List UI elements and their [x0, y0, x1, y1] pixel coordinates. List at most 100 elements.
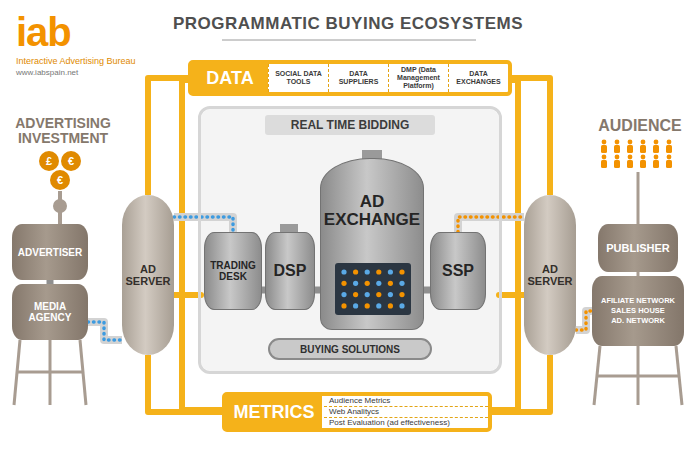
pipe-connector: [576, 311, 592, 330]
node-text: AD EXCHANGE: [323, 193, 421, 229]
exchange-grid: [335, 263, 411, 315]
exchange-grid: [353, 281, 358, 286]
trading-desk-tank: TRADING DESK: [204, 232, 262, 310]
coins: [50, 170, 70, 190]
audience-icons: [602, 140, 607, 145]
tower-legs: [17, 371, 83, 374]
buying-belt: BUYING SOLUTIONS: [268, 338, 432, 360]
audience-icons: [627, 145, 633, 153]
exchange-grid: [399, 303, 404, 308]
audience-icons: [653, 145, 659, 153]
node-text: AD SERVER: [526, 263, 574, 287]
network-tank: AFILIATE NETWORKSALES HOUSEAD. NETWORK: [592, 276, 684, 346]
exchange-grid: [376, 303, 381, 308]
ad-server: AD SERVER: [524, 195, 576, 355]
exchange-grid: [341, 281, 346, 286]
exchange-grid: [341, 303, 346, 308]
pipe-connector: [148, 355, 222, 412]
tower-legs: [637, 172, 640, 224]
coins: [39, 151, 59, 171]
pipe-connector: [148, 355, 222, 412]
audience-icons: [641, 140, 646, 145]
audience-icons: [640, 160, 646, 168]
node-text: REAL TIME BIDDING: [265, 115, 435, 135]
audience-icons: [667, 155, 672, 160]
tower-legs: [597, 375, 679, 378]
node-text: DATA EXCHANGES: [451, 70, 506, 86]
publisher-tank: PUBLISHER: [598, 224, 678, 272]
agency-tank: MEDIA AGENCY: [12, 284, 88, 340]
section-heading: AUDIENCE: [590, 117, 690, 137]
logo-url: www.iabspain.net: [16, 68, 136, 79]
audience-icons: [653, 160, 659, 168]
metrics-cell: Audience Metrics: [324, 396, 488, 407]
audience-icons: [654, 155, 659, 160]
title-rule: [222, 40, 476, 41]
data-pipes: [174, 292, 201, 298]
dsp-tank: DSP: [265, 232, 315, 310]
pipe-connector: [576, 311, 592, 330]
pipe-connector: [576, 311, 592, 330]
audience-icons: [615, 140, 620, 145]
data-cell: DMP (Data Management Platform): [388, 64, 448, 92]
audience-icons: [614, 145, 620, 153]
exchange-grid: [376, 292, 381, 297]
data-pipes: [499, 292, 524, 298]
exchange-grid: [365, 292, 370, 297]
node-text: Web Analitycs: [329, 408, 379, 416]
node-text: PUBLISHER: [606, 242, 670, 254]
pipe-connector: [148, 78, 188, 195]
audience-icons: [641, 155, 646, 160]
section-heading: ADVERTISING INVESTMENT: [4, 116, 122, 148]
node-text: AFILIATE NETWORK: [601, 296, 675, 306]
node-text: Post Evaluation (ad effectiveness): [329, 419, 450, 427]
exchange-grid: [341, 292, 346, 297]
advertiser-pipe: [55, 201, 65, 211]
audience-icons: [654, 140, 659, 145]
pipe-connector: [458, 217, 524, 232]
rtb-panel: [201, 109, 499, 371]
ad-server: AD SERVER: [122, 195, 174, 355]
exchange-grid: [335, 263, 411, 315]
audience-icons: [627, 160, 633, 168]
pipe-connector: [458, 217, 524, 232]
audience-icons: [601, 145, 607, 153]
data-cell: DATA EXCHANGES: [448, 64, 508, 92]
pipe-connector: [174, 217, 233, 232]
node-text: DSP: [274, 262, 307, 280]
data-pipes: [492, 80, 518, 410]
node-text: AD SERVER: [124, 263, 172, 287]
pipe-connector: [174, 217, 233, 232]
diagram-title: PROGRAMMATIC BUYING ECOSYSTEMS: [150, 14, 546, 34]
audience-icons: [601, 160, 607, 168]
exchange-grid: [341, 269, 346, 274]
node-text: SALES HOUSE: [611, 306, 665, 316]
ssp-tank: SSP: [430, 232, 486, 310]
coin-symbol: £: [40, 152, 58, 170]
node-text: BUYING SOLUTIONS: [300, 344, 400, 355]
pipe-connector: [88, 322, 122, 340]
exchange-grid: [365, 269, 370, 274]
logo-name: Interactive Advertising Bureau: [16, 56, 176, 68]
audience-icons: [615, 155, 620, 160]
metrics-cell: Web Analitycs: [324, 407, 488, 418]
node-text: DATA: [192, 64, 268, 92]
advertiser-tank: ADVERTISER: [12, 224, 88, 280]
data-cell: DATA SUPPLIERS: [328, 64, 388, 92]
audience-icons: [628, 140, 633, 145]
pipe-connector: [148, 78, 188, 195]
metrics-band: METRICSAudience MetricsWeb AnalitycsPost…: [222, 392, 492, 432]
exchange-grid: [353, 269, 358, 274]
exchange-grid: [388, 269, 393, 274]
data-cell: SOCIAL DATA TOOLS: [268, 64, 328, 92]
advertiser-pipe: [55, 191, 65, 224]
data-band: DATASOCIAL DATA TOOLS DATA SUPPLIERSDMP (…: [188, 60, 512, 96]
coins: [39, 151, 81, 190]
exchange-grid: [353, 292, 358, 297]
node-text: SOCIAL DATA TOOLS: [271, 70, 326, 86]
pipe-connector: [512, 78, 550, 195]
data-pipes: [174, 80, 524, 410]
exchange-grid: [365, 281, 370, 286]
node-text: DATA SUPPLIERS: [331, 70, 386, 86]
